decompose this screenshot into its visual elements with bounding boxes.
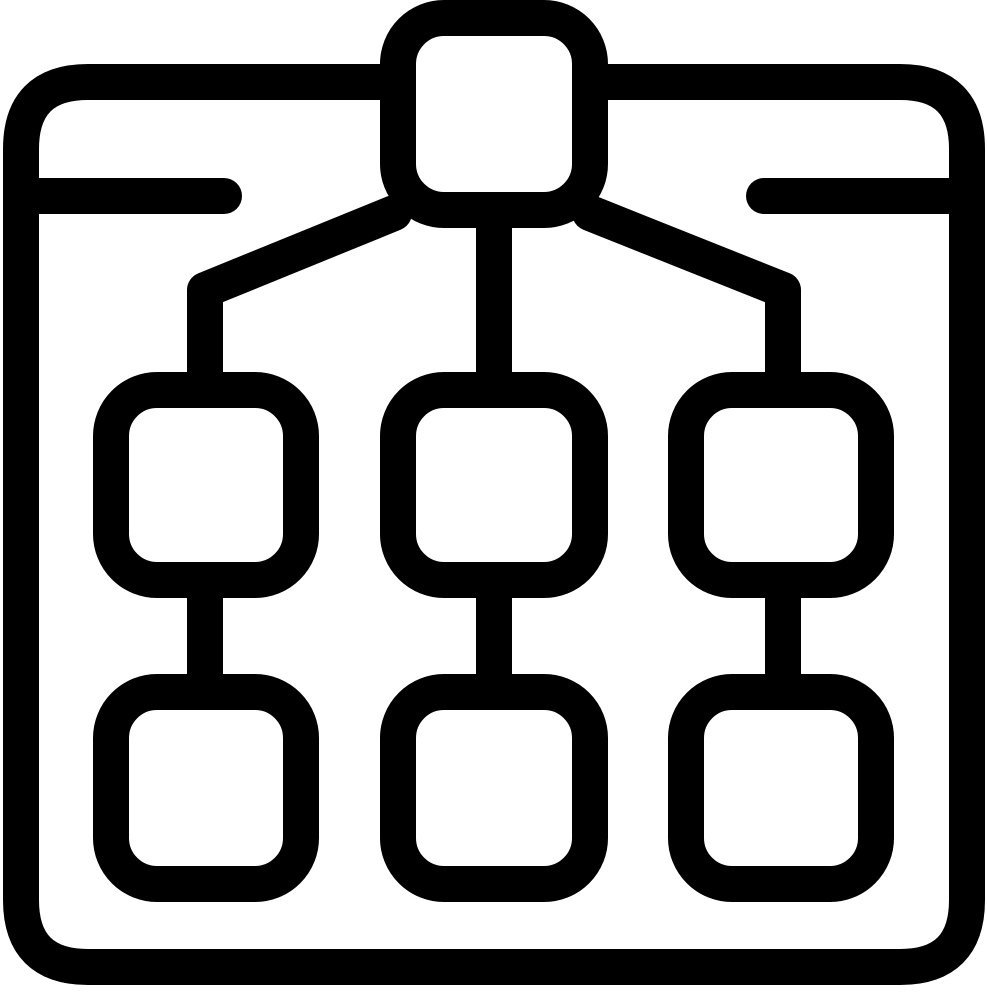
node-middle-left xyxy=(93,372,319,598)
node-bottom-left xyxy=(93,674,319,902)
node-middle-center xyxy=(380,372,608,598)
frame-outline xyxy=(3,64,985,985)
connector-right xyxy=(572,195,801,390)
stock-id-label: 1071344995 xyxy=(3,813,21,899)
node-bottom-center xyxy=(380,674,608,902)
node-middle-right xyxy=(668,372,894,598)
root-node xyxy=(380,0,608,228)
connector-left xyxy=(187,195,412,390)
node-bottom-right xyxy=(668,674,894,902)
